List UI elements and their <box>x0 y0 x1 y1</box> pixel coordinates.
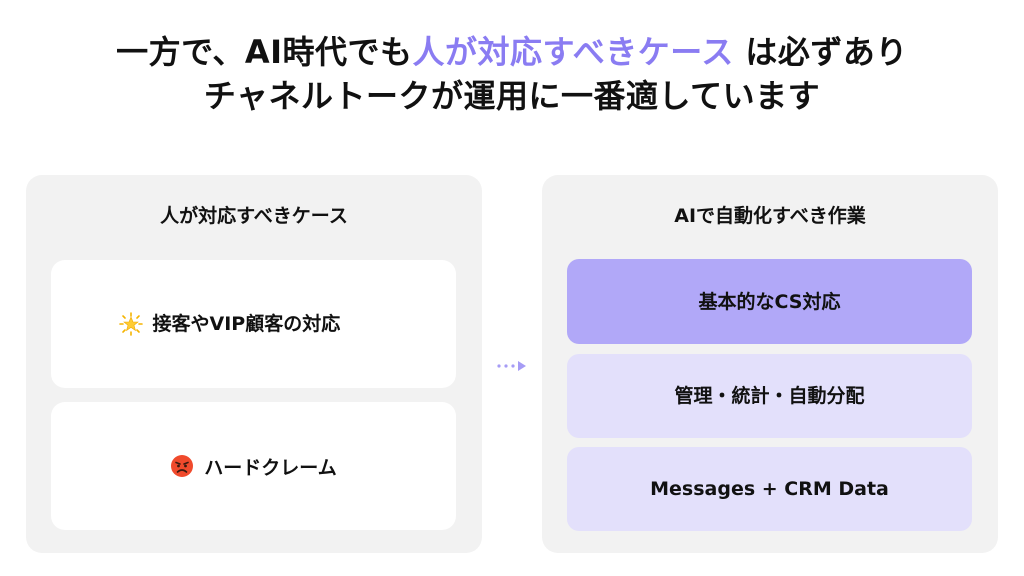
dotted-arrow-icon <box>497 361 526 371</box>
title-line-1: 一方で、AI時代でも人が対応すべきケース は必ずあり <box>0 30 1024 74</box>
ai-automation-heading: AIで自動化すべき作業 <box>674 205 866 227</box>
human-cases-heading: 人が対応すべきケース <box>160 205 348 227</box>
slide-title: 一方で、AI時代でも人が対応すべきケース は必ずあり チャネルトークが運用に一番… <box>0 30 1024 118</box>
crm-data-task: Messages + CRM Data <box>567 447 972 531</box>
crm-data-task-label: Messages + CRM Data <box>650 478 889 500</box>
basic-cs-task-label: 基本的なCS対応 <box>698 290 841 313</box>
title-line-2: チャネルトークが運用に一番適しています <box>203 77 821 115</box>
human-cases-panel: 人が対応すべきケース 接客やVIP顧客の対応 <box>26 175 482 553</box>
title-line-1-start: 一方で、AI時代でも <box>116 33 413 71</box>
glowing-star-icon <box>118 312 143 336</box>
vip-case-label: 接客やVIP顧客の対応 <box>152 313 341 335</box>
vip-case-card: 接客やVIP顧客の対応 <box>51 260 456 388</box>
management-task: 管理・統計・自動分配 <box>567 354 972 438</box>
ai-automation-panel: AIで自動化すべき作業 基本的なCS対応 管理・統計・自動分配 Messages… <box>542 175 998 553</box>
basic-cs-task: 基本的なCS対応 <box>567 259 972 344</box>
angry-face-icon <box>171 455 194 477</box>
title-line-1-end: は必ずあり <box>733 33 908 71</box>
complaint-case-card: ハードクレーム <box>51 402 456 530</box>
title-accent-text: 人が対応すべきケース <box>412 33 734 71</box>
complaint-case-label: ハードクレーム <box>204 456 337 479</box>
management-task-label: 管理・統計・自動分配 <box>674 385 865 407</box>
